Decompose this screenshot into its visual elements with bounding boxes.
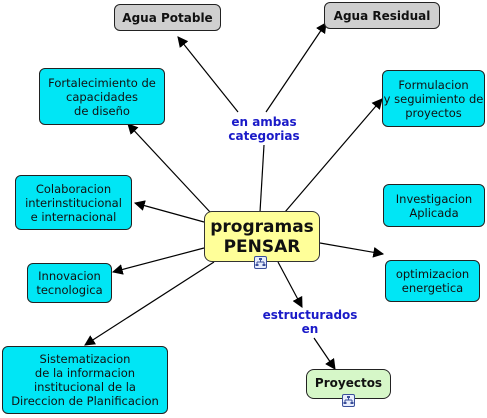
concept-proyectos-label: Proyectos	[314, 376, 383, 390]
concept-optimizacion-label: optimizacion energetica	[395, 267, 470, 295]
edge-to-colaboracion	[133, 200, 205, 223]
submap-icon[interactable]	[254, 256, 267, 269]
edge-to-formulacion	[284, 98, 383, 213]
edge-central-to-estructurados	[277, 261, 303, 308]
concept-agua-potable-label: Agua Potable	[122, 10, 213, 25]
concept-formulacion[interactable]: Formulacion y seguimiento de proyectos	[382, 70, 485, 127]
edge-to-innovacion	[111, 247, 205, 275]
concept-optimizacion[interactable]: optimizacion energetica	[385, 260, 480, 302]
concept-formulacion-label: Formulacion y seguimiento de proyectos	[383, 77, 484, 120]
concept-agua-potable[interactable]: Agua Potable	[114, 4, 221, 31]
link-label-estructurados-text: estructurados en	[262, 308, 358, 336]
edge-central-to-ambas	[259, 144, 265, 213]
edge-to-sistematizacion	[84, 261, 215, 346]
link-label-ambas: en ambas categorias	[222, 115, 306, 143]
submap-icon[interactable]	[342, 394, 355, 407]
central-concept-label: programas PENSAR	[210, 216, 314, 257]
concept-innovacion-label: Innovacion tecnologica	[36, 269, 103, 297]
edge-estructurados-to-proyectos	[313, 337, 336, 370]
link-label-estructurados: estructurados en	[256, 308, 364, 336]
edge-to-agua-residual	[265, 22, 327, 113]
concept-investigacion-label: Investigacion Aplicada	[395, 191, 473, 220]
concept-sistematizacion-label: Sistematizacion de la informacion instit…	[11, 352, 159, 408]
concept-innovacion[interactable]: Innovacion tecnologica	[27, 263, 112, 303]
central-concept[interactable]: programas PENSAR	[204, 211, 320, 262]
concept-sistematizacion[interactable]: Sistematizacion de la informacion instit…	[2, 346, 168, 414]
concept-fortalecimiento[interactable]: Fortalecimiento de capacidades de diseño	[39, 68, 165, 125]
edge-to-optimizacion	[319, 242, 385, 258]
link-label-ambas-text: en ambas categorias	[228, 115, 300, 143]
edge-to-fortalecimiento	[127, 123, 211, 213]
concept-investigacion[interactable]: Investigacion Aplicada	[383, 184, 485, 227]
concept-agua-residual[interactable]: Agua Residual	[324, 2, 440, 29]
concept-colaboracion-label: Colaboracion interinstitucional e intern…	[25, 181, 122, 224]
edge-to-agua-potable	[177, 36, 239, 113]
concept-fortalecimiento-label: Fortalecimiento de capacidades de diseño	[48, 75, 156, 118]
concept-agua-residual-label: Agua Residual	[333, 8, 431, 23]
concept-colaboracion[interactable]: Colaboracion interinstitucional e intern…	[15, 175, 132, 230]
